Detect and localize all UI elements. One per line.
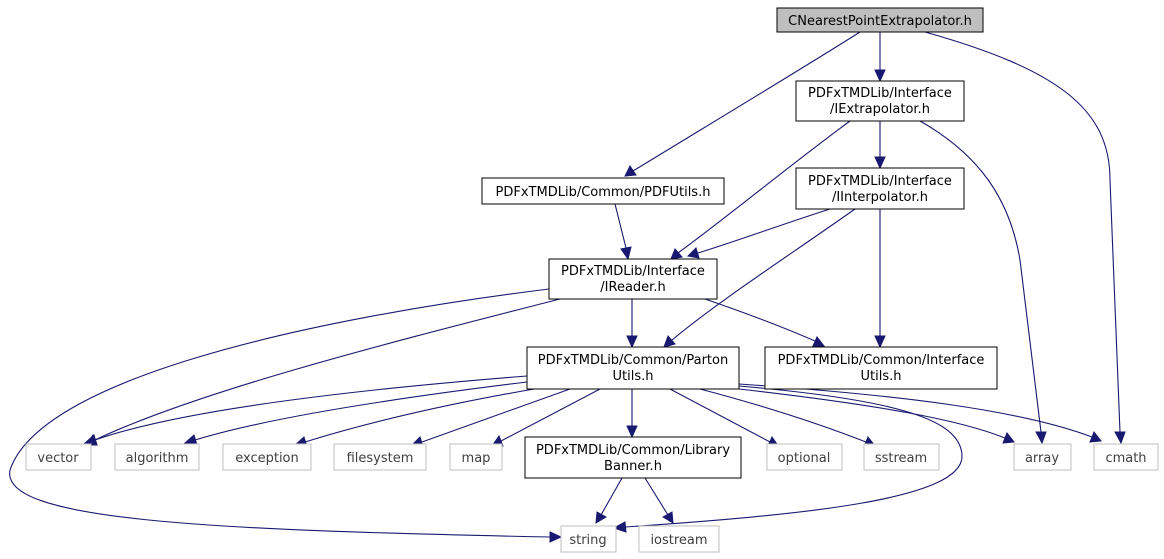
node-vector[interactable]: vector bbox=[25, 443, 92, 471]
edge-partonutils-to-vector bbox=[83, 375, 528, 446]
node-vector-label: vector bbox=[37, 451, 79, 466]
node-librarybanner-line2: Banner.h bbox=[604, 459, 662, 474]
node-cmath[interactable]: cmath bbox=[1093, 443, 1159, 471]
node-sstream[interactable]: sstream bbox=[863, 443, 940, 471]
node-exception[interactable]: exception bbox=[222, 443, 312, 471]
edge-iinterpolator-to-partonutils bbox=[663, 208, 856, 348]
edge-librarybanner-to-string bbox=[595, 477, 623, 524]
node-filesystem-label: filesystem bbox=[347, 451, 414, 466]
node-partonutils-line2: Utils.h bbox=[613, 369, 654, 384]
node-iinterpolator-line2: /IInterpolator.h bbox=[832, 190, 928, 205]
node-iextrapolator-line2: /IExtrapolator.h bbox=[830, 102, 930, 117]
node-partonutils[interactable]: PDFxTMDLib/Common/Parton Utils.h bbox=[526, 346, 740, 390]
node-exception-label: exception bbox=[235, 451, 299, 466]
node-pdfutils[interactable]: PDFxTMDLib/Common/PDFUtils.h bbox=[481, 177, 725, 205]
node-partonutils-line1: PDFxTMDLib/Common/Parton bbox=[538, 353, 728, 368]
edge-ireader-to-partonutils bbox=[626, 299, 638, 349]
node-iostream-label: iostream bbox=[650, 533, 707, 548]
node-iextrapolator-line1: PDFxTMDLib/Interface bbox=[808, 86, 952, 101]
edge-partonutils-to-array bbox=[738, 388, 1015, 444]
edge-partonutils-to-string bbox=[612, 385, 963, 533]
edge-root-to-cmath bbox=[924, 31, 1126, 445]
node-iinterpolator-line1: PDFxTMDLib/Interface bbox=[808, 174, 952, 189]
node-librarybanner-line1: PDFxTMDLib/Common/Library bbox=[536, 443, 730, 458]
node-ireader[interactable]: PDFxTMDLib/Interface /IReader.h bbox=[548, 258, 718, 300]
edge-ireader-to-interfaceutils bbox=[704, 298, 826, 347]
node-cmath-label: cmath bbox=[1105, 451, 1146, 466]
node-map[interactable]: map bbox=[449, 443, 503, 471]
node-string-label: string bbox=[569, 533, 606, 548]
node-array-label: array bbox=[1025, 451, 1059, 466]
node-algorithm[interactable]: algorithm bbox=[114, 443, 200, 471]
node-interfaceutils[interactable]: PDFxTMDLib/Common/Interface Utils.h bbox=[764, 346, 998, 390]
edge-pdfutils-to-ireader bbox=[614, 203, 632, 261]
node-ireader-line1: PDFxTMDLib/Interface bbox=[561, 264, 705, 279]
node-iostream[interactable]: iostream bbox=[638, 525, 720, 553]
edge-root-to-pdfutils bbox=[624, 31, 861, 177]
node-root-header[interactable]: CNearestPointExtrapolator.h bbox=[776, 7, 984, 33]
node-iinterpolator[interactable]: PDFxTMDLib/Interface /IInterpolator.h bbox=[795, 167, 965, 210]
node-algorithm-label: algorithm bbox=[126, 451, 189, 466]
node-root-label: CNearestPointExtrapolator.h bbox=[788, 14, 972, 29]
node-ireader-line2: /IReader.h bbox=[600, 280, 665, 295]
node-filesystem[interactable]: filesystem bbox=[333, 443, 427, 471]
node-librarybanner[interactable]: PDFxTMDLib/Common/Library Banner.h bbox=[524, 436, 742, 479]
edge-iinterpolator-to-interfaceutils bbox=[874, 209, 886, 349]
edge-root-to-iextrapolator bbox=[874, 32, 886, 83]
node-optional-label: optional bbox=[778, 451, 831, 466]
edge-partonutils-to-algorithm bbox=[183, 381, 528, 446]
node-map-label: map bbox=[462, 451, 491, 466]
edge-iinterpolator-to-ireader bbox=[686, 208, 831, 259]
edge-iextrapolator-to-array bbox=[919, 120, 1047, 445]
node-iextrapolator[interactable]: PDFxTMDLib/Interface /IExtrapolator.h bbox=[795, 80, 965, 122]
node-array[interactable]: array bbox=[1013, 443, 1072, 471]
edge-partonutils-to-librarybanner bbox=[626, 389, 638, 439]
edge-iextrapolator-to-ireader bbox=[670, 120, 851, 260]
edge-ireader-to-string bbox=[9, 288, 563, 543]
node-sstream-label: sstream bbox=[875, 451, 927, 466]
node-string[interactable]: string bbox=[560, 525, 617, 553]
node-interfaceutils-line1: PDFxTMDLib/Common/Interface bbox=[778, 353, 985, 368]
edge-iextrapolator-to-iinterpolator bbox=[874, 121, 886, 170]
edge-partonutils-to-cmath bbox=[738, 383, 1102, 443]
node-interfaceutils-line2: Utils.h bbox=[861, 369, 902, 384]
edge-librarybanner-to-iostream bbox=[644, 477, 674, 524]
node-pdfutils-label: PDFxTMDLib/Common/PDFUtils.h bbox=[496, 185, 711, 200]
node-optional[interactable]: optional bbox=[766, 443, 843, 471]
